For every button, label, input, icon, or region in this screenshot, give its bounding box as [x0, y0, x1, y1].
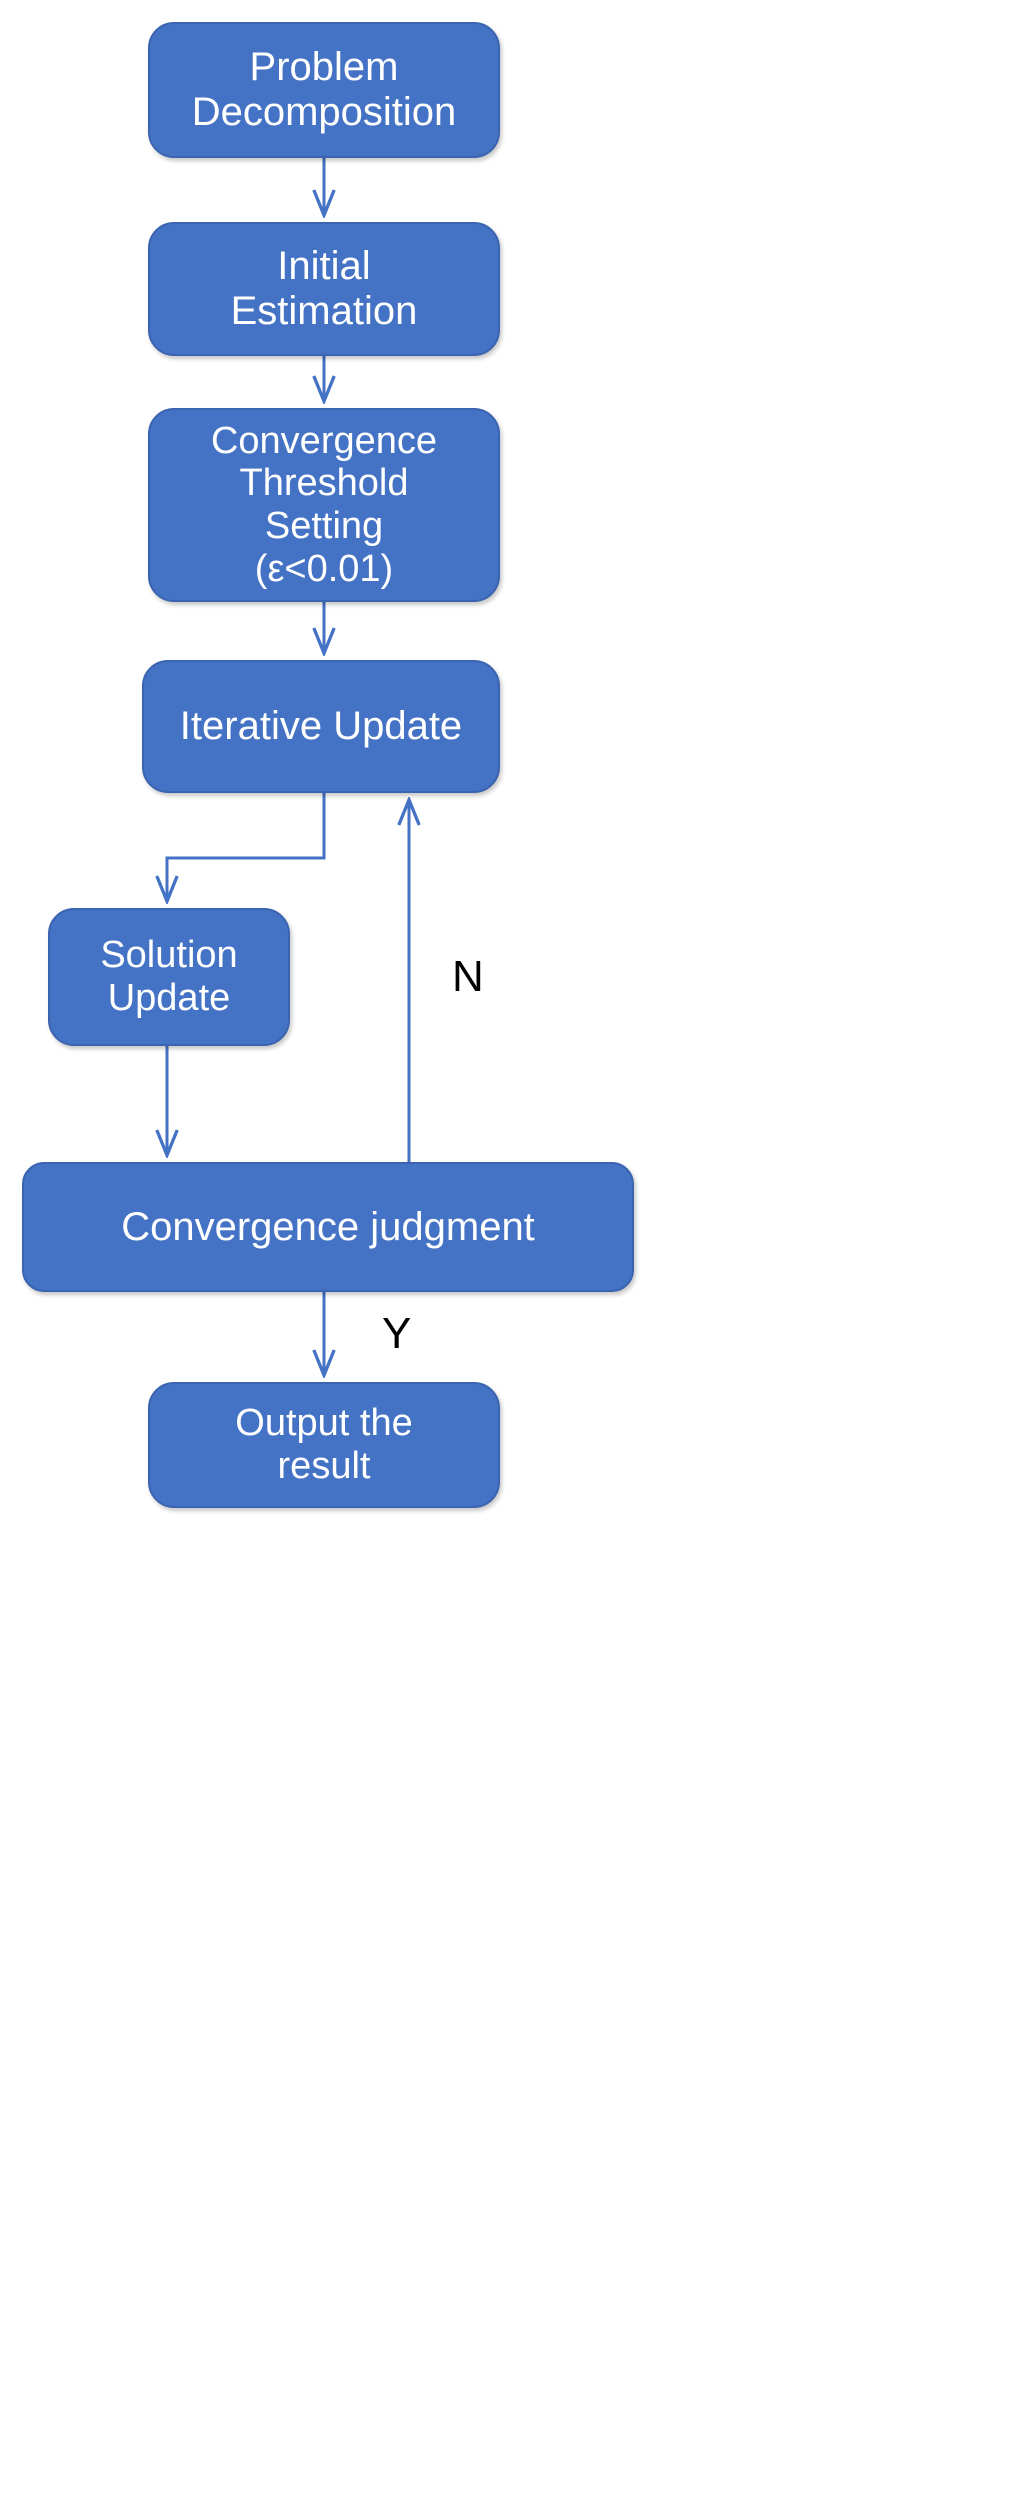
edge-label-no: N	[452, 952, 484, 1001]
node-solution-update[interactable]: Solution Update	[48, 908, 290, 1046]
node-iterative-update-label: Iterative Update	[179, 704, 463, 749]
connector-iterative-to-solution	[167, 793, 326, 900]
node-problem-decomposition[interactable]: Problem Decomposition	[148, 22, 500, 158]
node-problem-decomposition-label: Problem Decomposition	[191, 45, 457, 134]
node-convergence-threshold-setting-label: Convergence Threshold Setting (ε<0.01)	[210, 419, 438, 590]
node-iterative-update[interactable]: Iterative Update	[142, 660, 500, 793]
node-convergence-judgment[interactable]: Convergence judgment	[22, 1162, 634, 1292]
node-solution-update-label: Solution Update	[100, 934, 238, 1019]
edge-label-yes: Y	[382, 1309, 412, 1358]
node-output-result[interactable]: Output the result	[148, 1382, 500, 1508]
node-initial-estimation[interactable]: Initial Estimation	[148, 222, 500, 356]
node-convergence-judgment-label: Convergence judgment	[121, 1204, 535, 1249]
node-convergence-threshold-setting[interactable]: Convergence Threshold Setting (ε<0.01)	[148, 408, 500, 602]
node-output-result-label: Output the result	[235, 1402, 413, 1487]
node-initial-estimation-label: Initial Estimation	[230, 244, 418, 333]
